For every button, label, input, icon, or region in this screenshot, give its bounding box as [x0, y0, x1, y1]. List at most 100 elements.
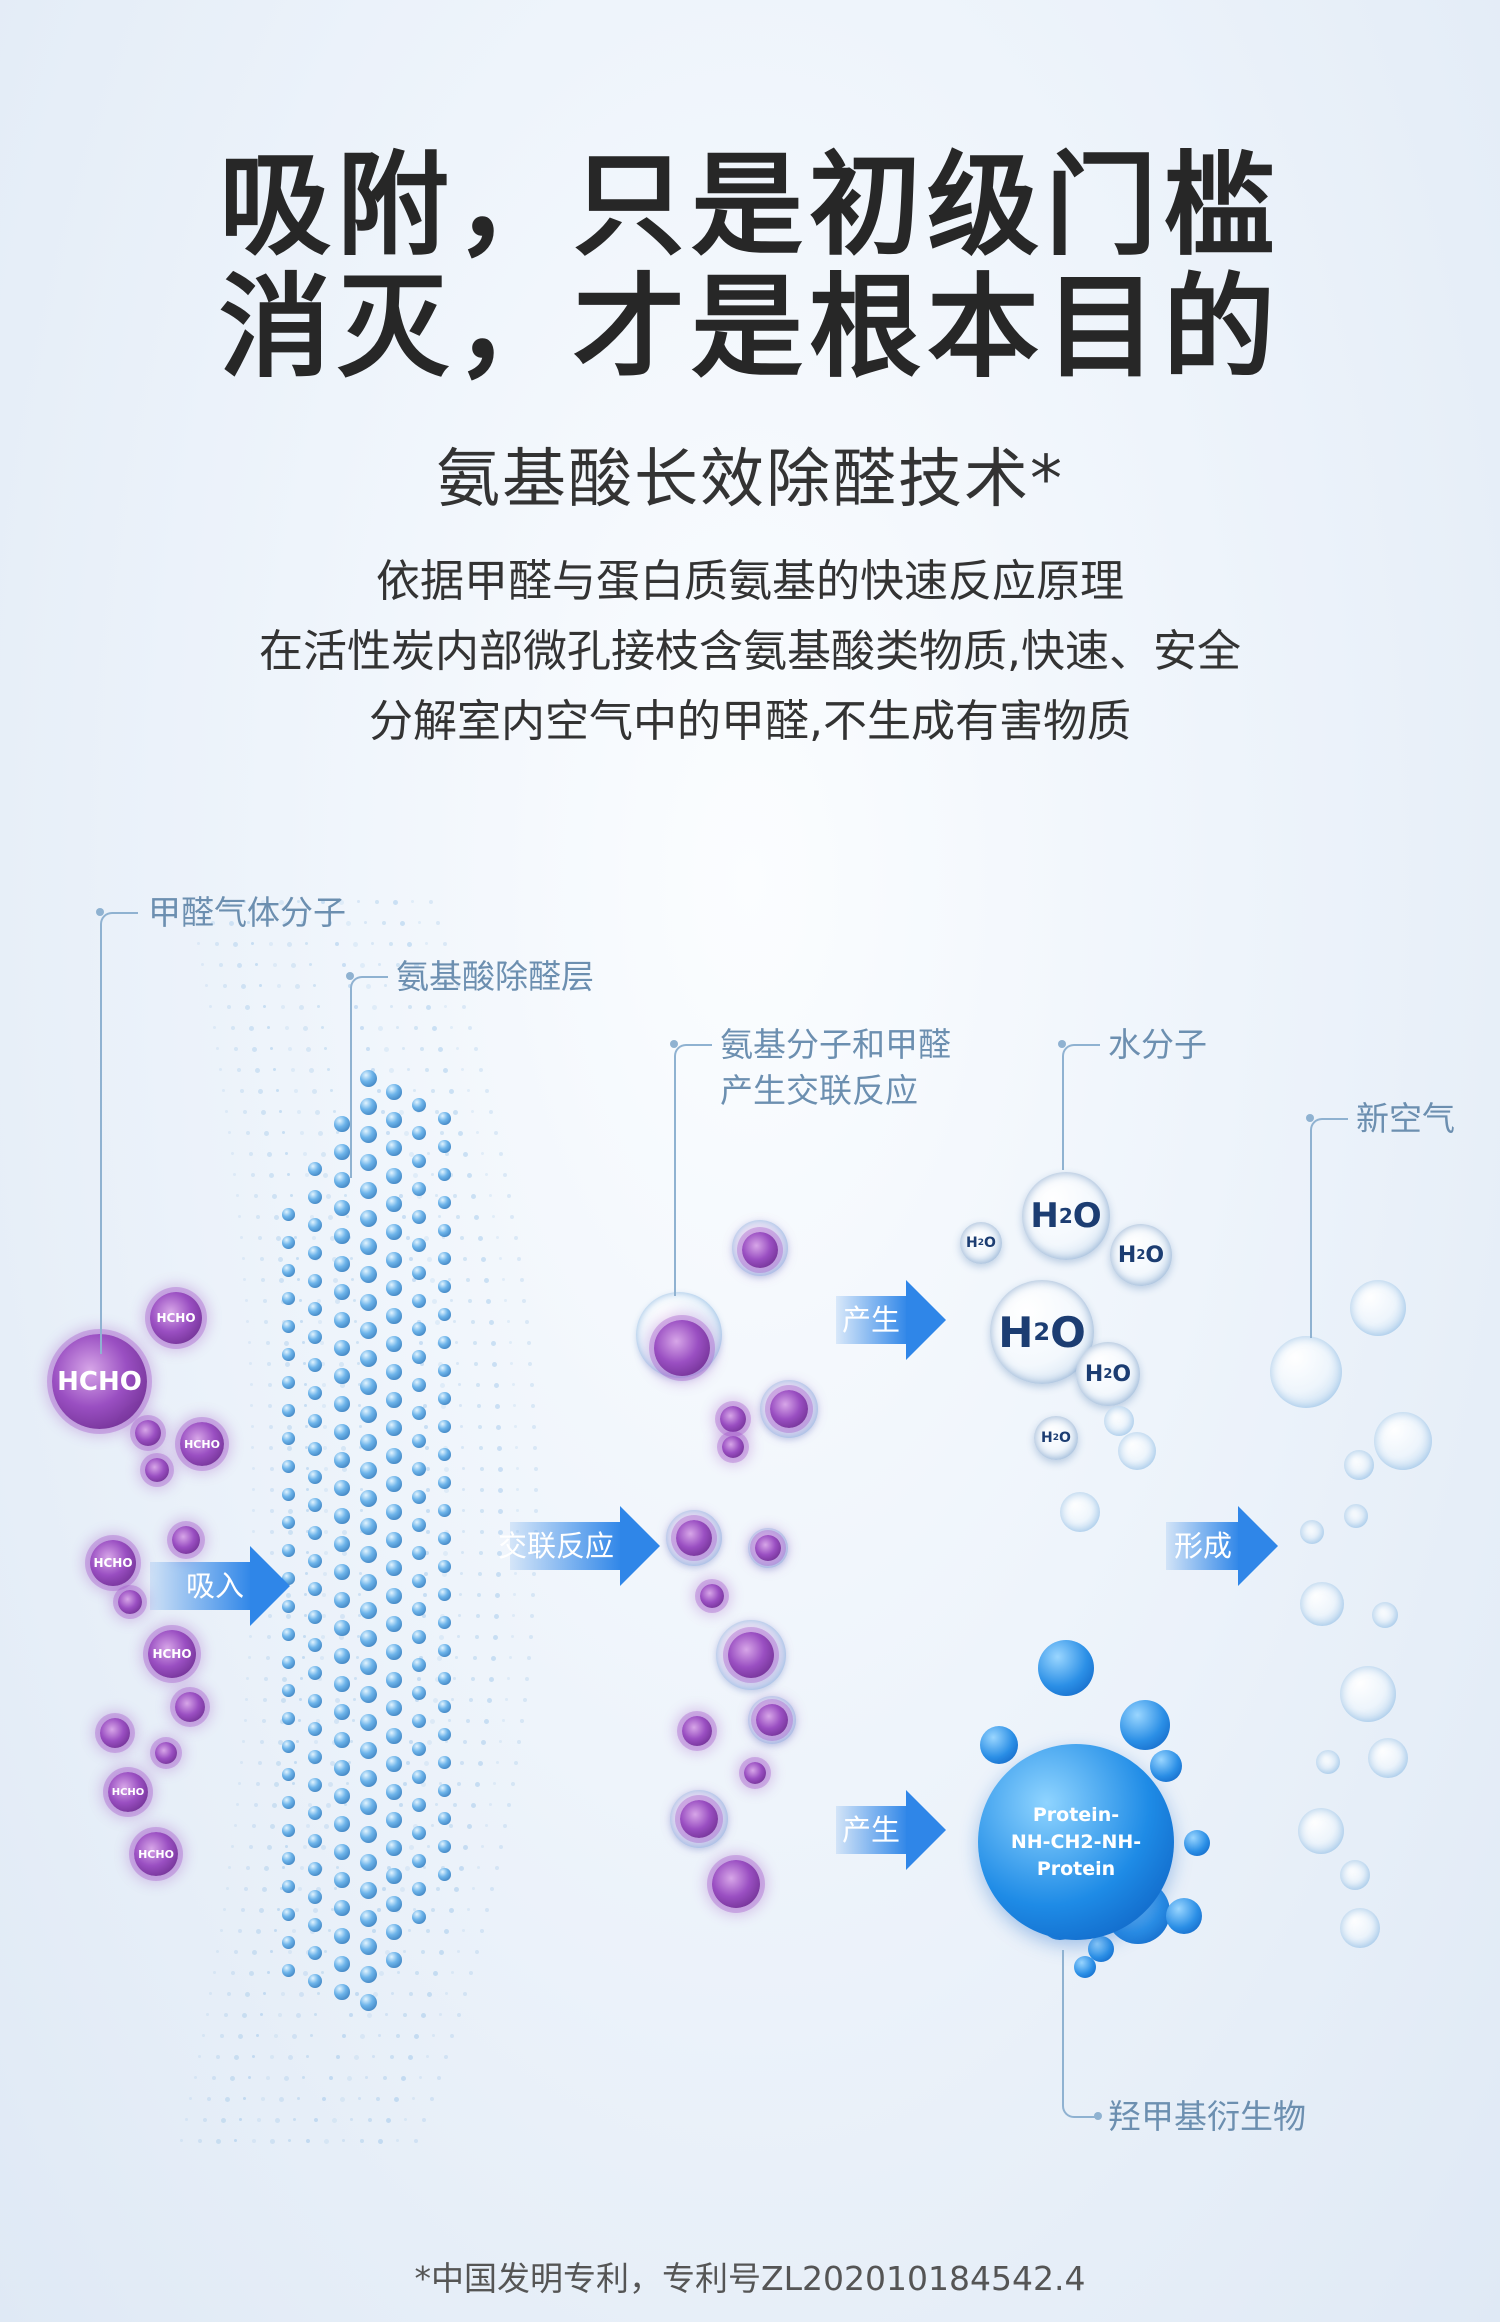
wave-dot [441, 1404, 447, 1409]
crosslink-molecule [676, 1520, 712, 1556]
hcho-molecule: HCHO [134, 1832, 178, 1876]
amino-particle [386, 1616, 402, 1632]
wave-dot [445, 1740, 449, 1743]
wave-dot [211, 2076, 216, 2080]
wave-dot [381, 1110, 386, 1114]
arrow-head [250, 1546, 290, 1626]
amino-particle [438, 1812, 451, 1825]
amino-particle [308, 1974, 322, 1988]
wave-dot [454, 1887, 460, 1892]
wave-dot [263, 1698, 268, 1702]
wave-dot [311, 1236, 316, 1240]
wave-dot [246, 1131, 251, 1135]
wave-dot [507, 1803, 512, 1807]
wave-dot [234, 1950, 239, 1954]
wave-dot [462, 1005, 467, 1009]
wave-dot [223, 984, 228, 988]
wave-dot [298, 1005, 304, 1010]
wave-dot [251, 942, 255, 945]
wave-dot [358, 1593, 362, 1596]
hcho-molecule [145, 1458, 169, 1482]
crosslink-molecule [680, 1800, 718, 1838]
callout-crosslink-line-2: 产生交联反应 [720, 1071, 918, 1110]
amino-particle [386, 1532, 402, 1548]
wave-dot [431, 963, 435, 966]
wave-dot [526, 1656, 531, 1660]
wave-dot [463, 1740, 468, 1744]
amino-particle [412, 1098, 426, 1112]
wave-dot [424, 1425, 429, 1429]
amino-particle [412, 1462, 426, 1476]
wave-dot [516, 1257, 521, 1261]
wave-dot [436, 1656, 442, 1661]
wave-dot [323, 1530, 328, 1534]
wave-dot [354, 1005, 359, 1009]
wave-dot [323, 1509, 328, 1513]
amino-particle [334, 1732, 350, 1748]
amino-particle [438, 1532, 451, 1545]
amino-particle [438, 1476, 451, 1489]
wave-dot [330, 1761, 336, 1766]
wave-dot [335, 2055, 340, 2059]
wave-dot [443, 2055, 448, 2059]
wave-dot [460, 1425, 464, 1428]
wave-dot [269, 1446, 274, 1450]
hcho-molecule [100, 1718, 130, 1748]
wave-dot [398, 1194, 403, 1198]
wave-dot [263, 1992, 267, 1995]
crosslink-molecule [756, 1704, 788, 1736]
wave-dot [489, 1803, 493, 1806]
wave-dot [277, 2013, 282, 2017]
wave-dot [389, 2055, 394, 2059]
callout-line-water [1062, 1044, 1100, 1170]
wave-dot [259, 1740, 264, 1744]
wave-dot [519, 1278, 524, 1282]
callout-dot [1306, 1114, 1314, 1122]
produce-derivative-arrow-label: 产生 [841, 1813, 900, 1847]
wave-dot [261, 1719, 266, 1723]
wave-dot [230, 1152, 234, 1155]
wave-dot [315, 1719, 320, 1723]
wave-dot [287, 1530, 293, 1535]
wave-dot [456, 1635, 460, 1638]
amino-particle [412, 1602, 426, 1616]
wave-dot [193, 2076, 197, 2079]
crosslink-molecule [720, 1406, 746, 1432]
amino-particle [308, 1694, 322, 1708]
wave-dot [419, 1047, 424, 1051]
wave-dot [212, 1026, 216, 1029]
wave-dot [250, 1404, 254, 1407]
wave-dot [301, 1341, 305, 1344]
amino-particle [308, 1190, 322, 1204]
amino-particle [308, 1246, 322, 1260]
amino-particle [334, 1872, 350, 1888]
wave-dot [323, 1446, 328, 1450]
amino-particle [334, 1284, 350, 1300]
wave-dot [284, 1152, 288, 1155]
amino-particle [360, 1574, 377, 1591]
amino-particle [412, 1910, 426, 1924]
wave-dot [265, 2076, 270, 2080]
wave-dot [321, 1383, 326, 1387]
wave-dot [291, 2034, 297, 2039]
wave-dot [455, 984, 460, 988]
wave-dot [336, 1131, 340, 1134]
wave-dot [304, 1404, 308, 1407]
amino-particle [386, 1644, 402, 1660]
wave-dot [399, 1110, 405, 1115]
wave-dot [492, 1215, 496, 1218]
wave-dot [291, 1068, 296, 1072]
amino-particle [308, 1666, 322, 1680]
wave-dot [371, 2055, 375, 2058]
wave-dot [379, 1971, 384, 1976]
wave-dot [479, 1551, 484, 1555]
wave-dot [414, 1698, 419, 1702]
wave-dot [488, 1677, 494, 1682]
wave-dot [461, 1068, 465, 1071]
amino-particle [282, 1684, 295, 1697]
wave-dot [251, 1824, 256, 1828]
wave-dot [420, 2013, 426, 2018]
wave-dot [435, 921, 440, 925]
wave-dot [499, 1845, 504, 1849]
wave-dot [429, 2097, 434, 2101]
